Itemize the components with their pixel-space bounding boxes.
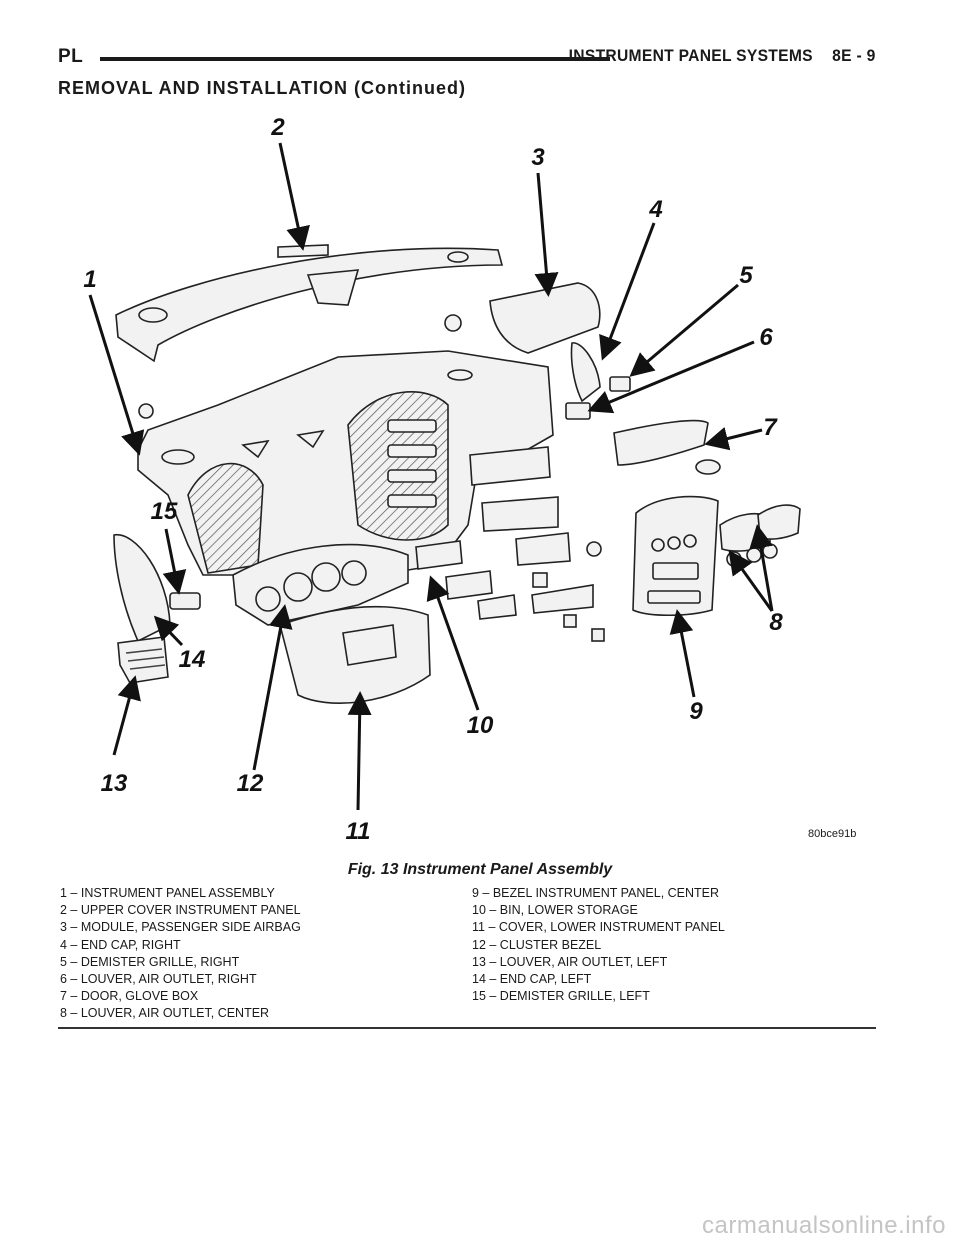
header-title: INSTRUMENT PANEL SYSTEMS [569,46,814,65]
callout-14: 14 [179,646,206,673]
instrument-panel-drawing: 1 2 3 4 5 6 7 8 9 10 11 12 13 14 15 [83,114,801,845]
callout-7: 7 [763,414,778,441]
header-right: INSTRUMENT PANEL SYSTEMS 8E - 9 [554,46,876,66]
figure-caption: Fig. 13 Instrument Panel Assembly [347,861,613,878]
glove-box-door-part [613,419,709,466]
legend-item: 2 – UPPER COVER INSTRUMENT PANEL [60,903,301,918]
legend-item: 4 – END CAP, RIGHT [60,937,181,952]
legend-item: 7 – DOOR, GLOVE BOX [60,989,199,1004]
legend-item: 1 – INSTRUMENT PANEL ASSEMBLY [60,886,275,900]
section-title: REMOVAL AND INSTALLATION (Continued) [58,78,466,98]
lower-storage-bin-part [415,540,463,570]
figure-code: 80bce91b [808,828,857,840]
airbag-module-part [489,282,601,354]
callout-6: 6 [759,324,773,351]
callout-5: 5 [739,262,753,289]
legend-item: 5 – DEMISTER GRILLE, RIGHT [60,954,240,969]
legend-right-column: 9 – BEZEL INSTRUMENT PANEL, CENTER 10 – … [472,885,725,1005]
header-page-number: 8E - 9 [832,46,876,65]
left-demister-grille-part [169,592,201,610]
legend-item: 12 – CLUSTER BEZEL [472,937,602,952]
callout-15: 15 [151,498,178,525]
callout-2: 2 [270,114,285,141]
right-end-cap-part [570,342,601,403]
header-rule [100,57,610,61]
callout-8: 8 [769,609,783,636]
legend-item: 11 – COVER, LOWER INSTRUMENT PANEL [472,920,725,935]
header-model-code: PL [58,46,84,67]
legend-item: 8 – LOUVER, AIR OUTLET, CENTER [60,1006,270,1021]
callout-13: 13 [101,770,128,797]
upper-cover-part [115,247,504,363]
callout-12: 12 [237,770,264,797]
watermark: carmanualsonline.info [702,1212,946,1239]
center-bezel-part [632,495,719,617]
callout-1: 1 [83,266,96,293]
callout-9: 9 [689,698,703,725]
legend-left-column: 1 – INSTRUMENT PANEL ASSEMBLY 2 – UPPER … [60,885,301,1023]
legend-item: 10 – BIN, LOWER STORAGE [472,903,638,918]
right-louver-part [565,402,591,420]
right-demister-grille-part [609,376,631,392]
legend-item: 9 – BEZEL INSTRUMENT PANEL, CENTER [472,886,720,900]
legend-item: 13 – LOUVER, AIR OUTLET, LEFT [472,954,668,969]
callout-10: 10 [467,712,494,739]
legend-item: 6 – LOUVER, AIR OUTLET, RIGHT [60,971,257,986]
bottom-rule [58,1027,876,1029]
callout-11: 11 [346,818,371,845]
page-header: PL INSTRUMENT PANEL SYSTEMS 8E - 9 [58,44,876,74]
legend-item: 3 – MODULE, PASSENGER SIDE AIRBAG [60,920,301,935]
legend-item: 15 – DEMISTER GRILLE, LEFT [472,989,650,1004]
callout-4: 4 [648,196,662,223]
legend-item: 14 – END CAP, LEFT [472,971,592,986]
exploded-view-illustration: 1 2 3 4 5 6 7 8 9 10 11 12 13 14 15 [58,105,878,855]
callout-3: 3 [531,144,545,171]
